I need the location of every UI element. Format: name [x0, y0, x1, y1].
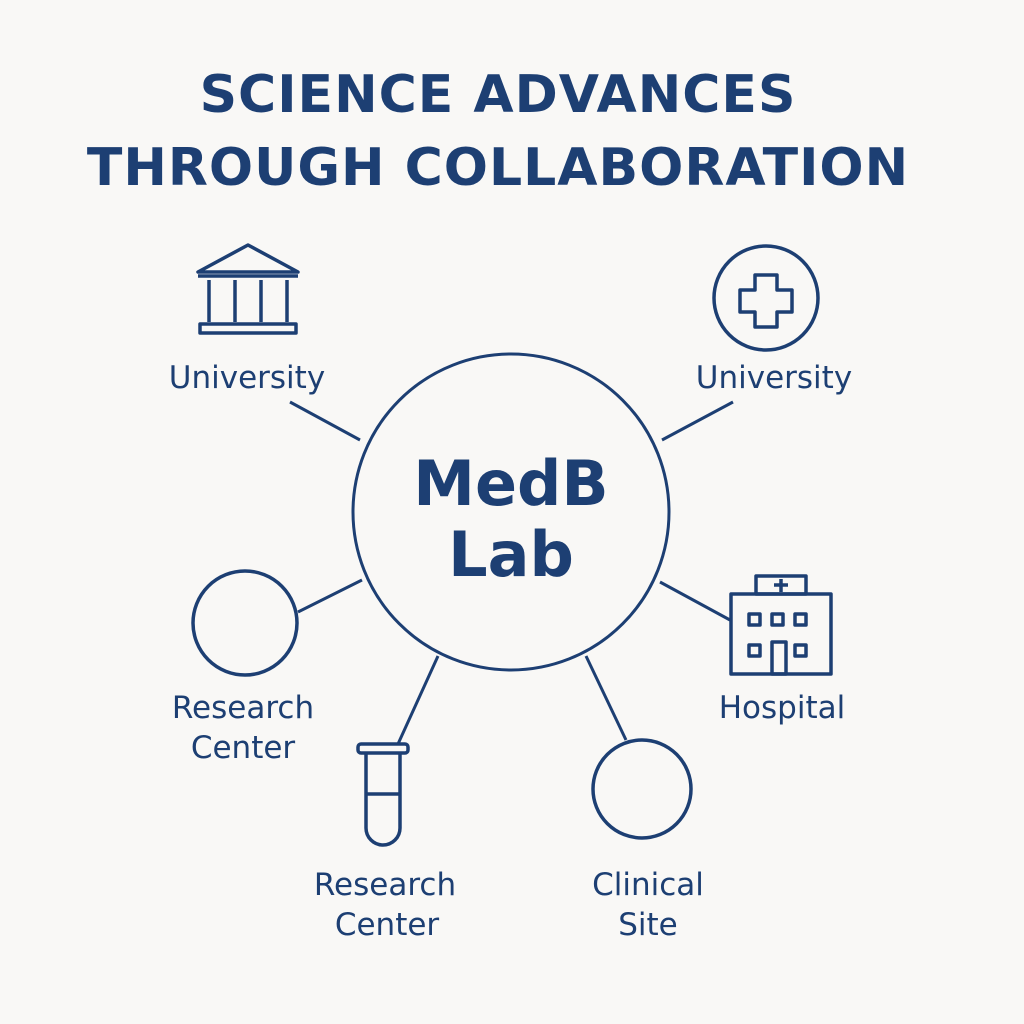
connector-hospital [659, 580, 731, 622]
research-center-left-label-line-2: Center [191, 730, 296, 766]
title-line-2: THROUGH COLLABORATION [87, 138, 909, 198]
clinical-site-circle-icon [591, 738, 693, 840]
test-tube-icon [356, 742, 410, 847]
connector-lines [289, 400, 734, 745]
research-center-bottom-label-line-2: Center [335, 907, 440, 943]
center-hub-circle [351, 352, 671, 672]
hospital-label: Hospital [719, 690, 845, 726]
research-center-bottom-label-line-1: Research [314, 867, 456, 903]
university-right-label: University [696, 360, 852, 396]
center-title-line-2: Lab [448, 518, 574, 591]
clinical-site-label-line-2: Site [618, 907, 678, 943]
hospital-building-icon [729, 574, 833, 676]
university-left-label: University [169, 360, 325, 396]
connector-university-left [289, 400, 361, 442]
connector-research-center-left [297, 578, 363, 614]
center-title-line-1: MedB [413, 447, 608, 520]
connector-research-center-bottom [396, 655, 440, 745]
clinical-site-label-line-1: Clinical [592, 867, 704, 903]
connector-university-right [661, 400, 734, 442]
medical-cross-icon [712, 244, 820, 352]
title-line-1: SCIENCE ADVANCES [200, 65, 797, 125]
research-center-left-label-line-1: Research [172, 690, 314, 726]
connector-clinical-site [584, 655, 628, 741]
research-center-left-circle-icon [191, 569, 299, 677]
university-building-icon [196, 243, 300, 335]
